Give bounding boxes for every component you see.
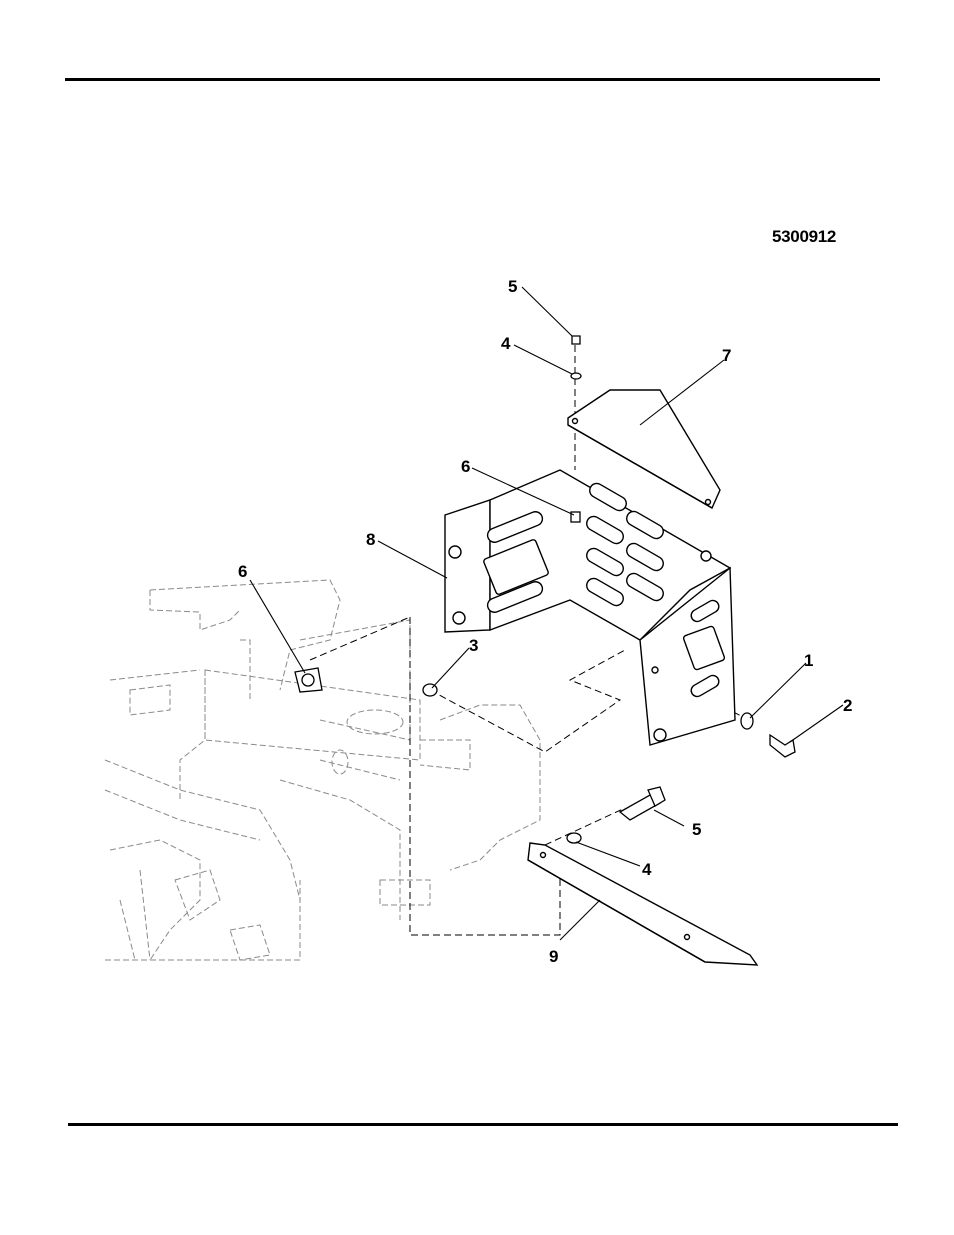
callout-3: 3: [469, 636, 478, 655]
callout-5-top: 5: [508, 277, 517, 296]
callout-4-bottom: 4: [642, 860, 652, 879]
part-8-bracket: [445, 470, 735, 745]
callout-1: 1: [804, 651, 813, 670]
callout-7: 7: [722, 346, 731, 365]
callout-6-left: 6: [238, 562, 247, 581]
leader-lines: [250, 287, 843, 940]
callout-9: 9: [549, 947, 558, 966]
washer-icon: [571, 373, 581, 379]
callout-8: 8: [366, 530, 375, 549]
bolt-icon: [770, 735, 795, 757]
callout-5-bottom: 5: [692, 820, 701, 839]
callout-4-top: 4: [501, 334, 511, 353]
washer-icon: [741, 713, 753, 729]
callout-6-upper: 6: [461, 457, 470, 476]
nut-icon: [423, 684, 437, 696]
washer-icon: [567, 833, 581, 843]
bolt-icon: [572, 336, 580, 344]
callout-2: 2: [843, 696, 852, 715]
nut-icon: [571, 512, 580, 522]
